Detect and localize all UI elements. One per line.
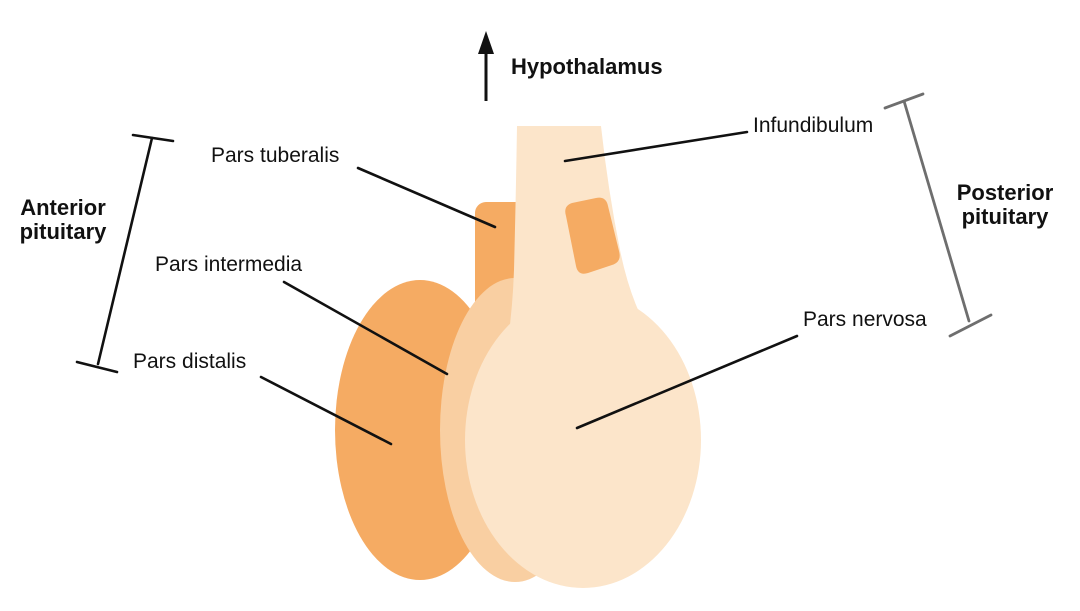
anterior-bracket-line (96, 136, 154, 366)
pars-nervosa-label: Pars nervosa (803, 308, 927, 331)
anterior-pituitary-label-line1: Anterior (20, 195, 106, 220)
anterior-pituitary-label-line2: pituitary (19, 219, 107, 244)
infundibulum-leader-line (563, 130, 749, 163)
posterior-pituitary-label-line1: Posterior (956, 180, 1054, 205)
posterior-bracket-bottom-cap (948, 313, 993, 338)
pars-intermedia-label: Pars intermedia (155, 253, 303, 276)
infundibulum-label: Infundibulum (753, 114, 874, 137)
pars-tuberalis-leader-line (356, 166, 497, 229)
anterior-pituitary-label: Anterior pituitary (10, 196, 116, 244)
up-arrow-icon (478, 31, 494, 101)
anterior-bracket-bottom-cap (75, 360, 119, 374)
anterior-pituitary-bracket (75, 133, 175, 374)
posterior-pituitary-label: Posterior pituitary (945, 181, 1065, 229)
leader-lines (259, 130, 799, 446)
pars-distalis-label: Pars distalis (133, 350, 247, 373)
pars-tuberalis-label: Pars tuberalis (211, 144, 340, 167)
pars-tuberalis-right-shape (565, 197, 620, 274)
hypothalamus-label: Hypothalamus (511, 54, 663, 79)
posterior-bracket-line (902, 99, 971, 323)
pars-intermedia-leader-line (282, 280, 449, 376)
posterior-pituitary-label-line2: pituitary (961, 204, 1049, 229)
pars-nervosa-shape (465, 292, 701, 588)
pars-distalis-leader-line (259, 375, 393, 446)
posterior-pituitary-bracket (883, 92, 993, 338)
pars-nervosa-leader-line (575, 334, 799, 430)
